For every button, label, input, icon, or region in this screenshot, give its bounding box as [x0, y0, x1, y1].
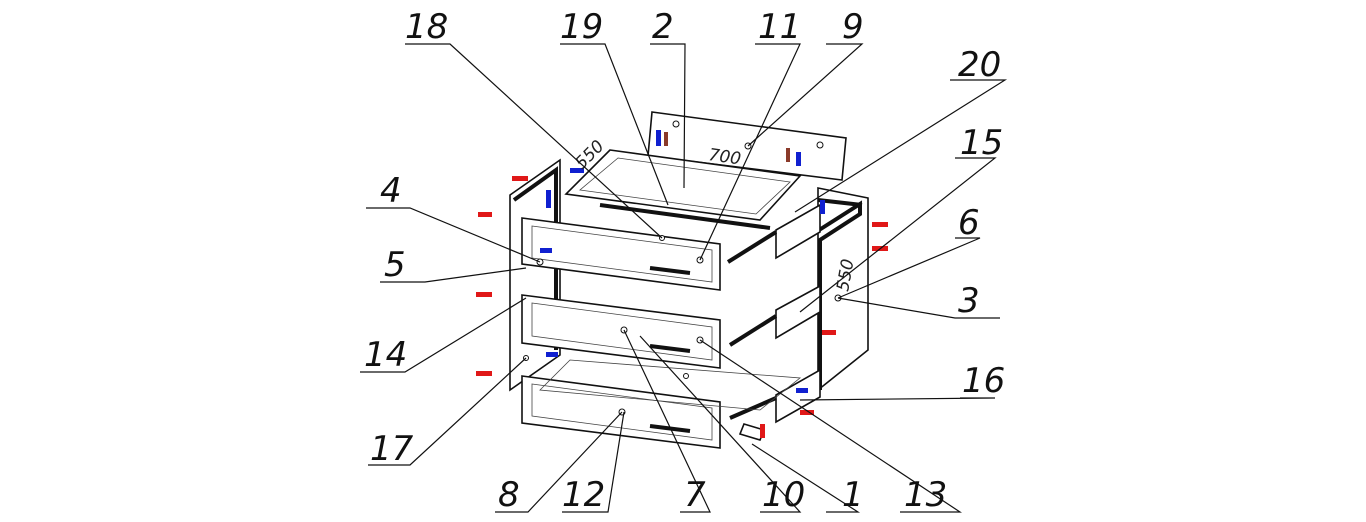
- dimension-width-label: 700: [707, 145, 742, 169]
- callout-2: 2: [652, 7, 674, 47]
- callout-numbers: 18 19 2 11 9 20 4 5 15 6 3 14 16 17 8 12…: [364, 7, 1005, 515]
- callout-8: 8: [498, 475, 520, 515]
- callout-7: 7: [684, 475, 706, 515]
- drawer-front-bottom: [521, 375, 721, 449]
- leader-lines: [360, 43, 1008, 513]
- callout-13: 13: [904, 475, 947, 515]
- callout-14: 14: [364, 335, 407, 375]
- callout-19: 19: [560, 7, 603, 47]
- callout-11: 11: [758, 7, 801, 47]
- callout-3: 3: [958, 281, 980, 321]
- callout-6: 6: [958, 203, 980, 243]
- callout-9: 9: [842, 7, 864, 47]
- callout-18: 18: [405, 7, 448, 47]
- callout-5: 5: [384, 245, 406, 285]
- callout-16: 16: [962, 361, 1005, 401]
- part-small-bracket: [738, 423, 766, 441]
- callout-15: 15: [960, 123, 1003, 163]
- drawer-front-top: [521, 217, 721, 291]
- part-top-frame: [564, 149, 802, 230]
- drawer-front-middle: [521, 294, 721, 369]
- callout-17: 17: [370, 429, 414, 469]
- part-bottom-shelf: [539, 359, 802, 411]
- fastener-markers: [476, 130, 888, 438]
- callout-1: 1: [842, 475, 864, 515]
- callout-10: 10: [762, 475, 805, 515]
- drawer-slides-right: [726, 203, 821, 424]
- callout-20: 20: [958, 45, 1001, 85]
- callout-4: 4: [380, 171, 402, 211]
- callout-12: 12: [562, 475, 605, 515]
